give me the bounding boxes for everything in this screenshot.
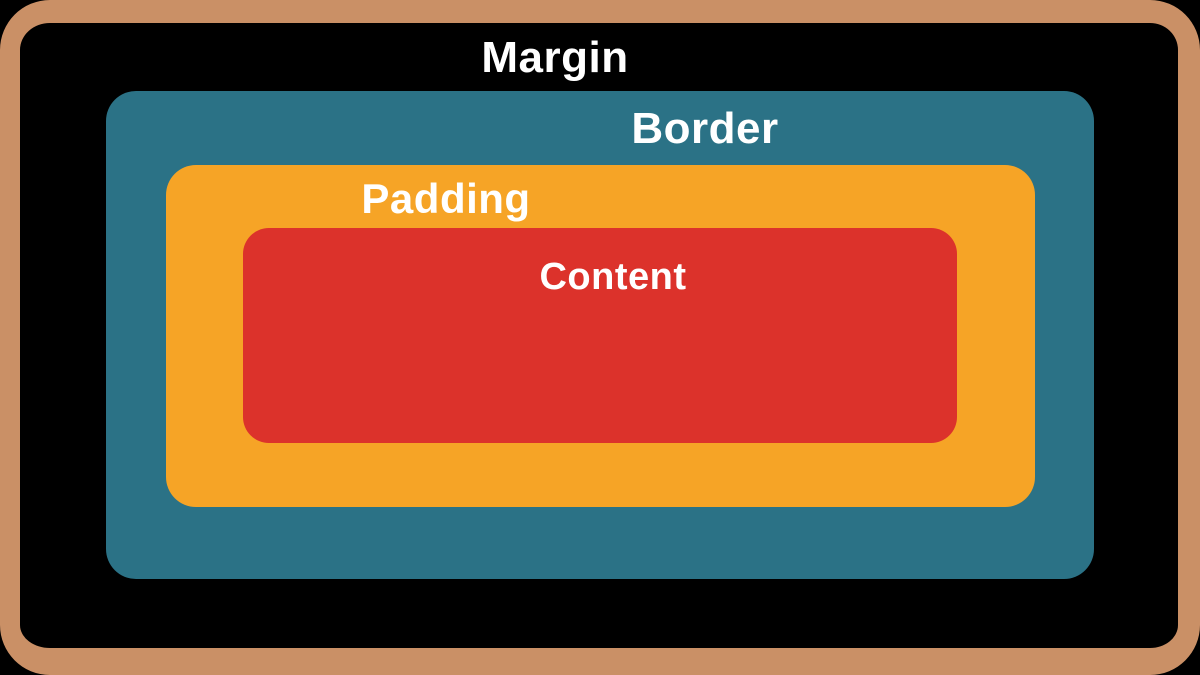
padding-box: Padding Content (166, 165, 1035, 507)
margin-label: Margin (481, 33, 629, 82)
padding-label: Padding (361, 175, 531, 222)
content-box: Content (243, 228, 957, 443)
content-label: Content (539, 256, 687, 298)
border-box: Border Padding Content (106, 91, 1094, 579)
border-label: Border (631, 104, 779, 153)
